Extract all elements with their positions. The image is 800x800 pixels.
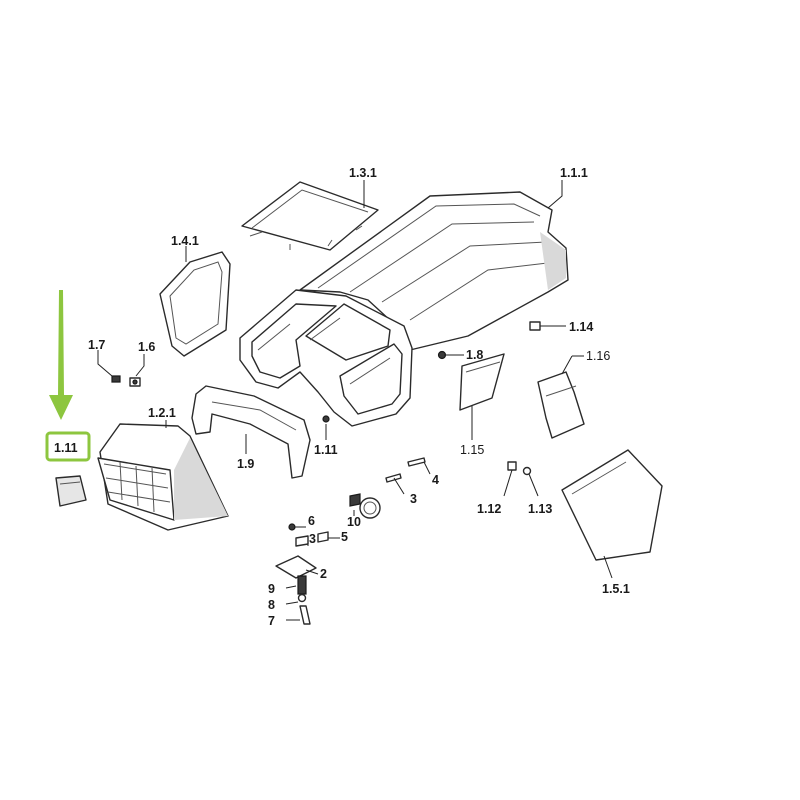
label-1-6: 1.6 bbox=[138, 340, 155, 354]
label-5: 5 bbox=[341, 530, 348, 544]
label-1-8: 1.8 bbox=[466, 348, 483, 362]
part-1-3-1-hatch bbox=[241, 181, 379, 251]
part-1-11-plate bbox=[55, 475, 87, 507]
label-1-9: 1.9 bbox=[237, 457, 254, 471]
label-1-1-1: 1.1.1 bbox=[560, 166, 588, 180]
label-3-lever: 3 bbox=[309, 532, 316, 546]
label-1-11: 1.11 bbox=[314, 443, 338, 457]
label-7: 7 bbox=[268, 614, 275, 628]
part-1-7-pin bbox=[111, 375, 121, 383]
part-1-6-bolt bbox=[129, 377, 141, 387]
label-1-15: 1.15 bbox=[460, 443, 484, 457]
label-1-12: 1.12 bbox=[477, 502, 501, 516]
label-4: 4 bbox=[432, 473, 439, 487]
part-1-15-panel bbox=[459, 353, 505, 411]
part-1-5-1-side-panel bbox=[561, 449, 663, 561]
part-4-bolt bbox=[407, 457, 426, 467]
part-1-11-fastener bbox=[322, 415, 330, 423]
label-1-3-1: 1.3.1 bbox=[349, 166, 377, 180]
part-1-16-cover bbox=[537, 371, 585, 439]
part-10-gear bbox=[349, 493, 381, 519]
label-1-7: 1.7 bbox=[88, 338, 105, 352]
label-1-5-1: 1.5.1 bbox=[602, 582, 630, 596]
label-6: 6 bbox=[308, 514, 315, 528]
part-3-bolt bbox=[385, 473, 402, 483]
part-1-14-pin bbox=[529, 321, 541, 331]
part-1-2-1-grille bbox=[97, 423, 229, 531]
label-1-11-highlighted: 1.11 bbox=[54, 441, 78, 455]
highlight-box bbox=[45, 431, 91, 462]
part-lever-assembly bbox=[275, 523, 329, 625]
label-8: 8 bbox=[268, 598, 275, 612]
label-9: 9 bbox=[268, 582, 275, 596]
label-1-13: 1.13 bbox=[528, 502, 552, 516]
part-1-9-bracket bbox=[191, 385, 311, 479]
part-1-4-1-window-frame bbox=[159, 251, 231, 357]
labels: 1.1.1 1.3.1 1.4.1 1.7 1.6 1.2.1 1.11 1.9… bbox=[54, 166, 630, 628]
highlight-arrow bbox=[49, 290, 73, 420]
label-1-4-1: 1.4.1 bbox=[171, 234, 199, 248]
label-1-16: 1.16 bbox=[586, 349, 610, 363]
leader-lines bbox=[97, 180, 613, 621]
label-10: 10 bbox=[347, 515, 361, 529]
part-1-12-pin bbox=[507, 461, 517, 471]
part-1-13-washer bbox=[522, 466, 532, 476]
label-1-2-1: 1.2.1 bbox=[148, 406, 176, 420]
label-1-14: 1.14 bbox=[569, 320, 593, 334]
label-2: 2 bbox=[320, 567, 327, 581]
label-3: 3 bbox=[410, 492, 417, 506]
part-1-1-1-cab-body bbox=[239, 191, 569, 427]
